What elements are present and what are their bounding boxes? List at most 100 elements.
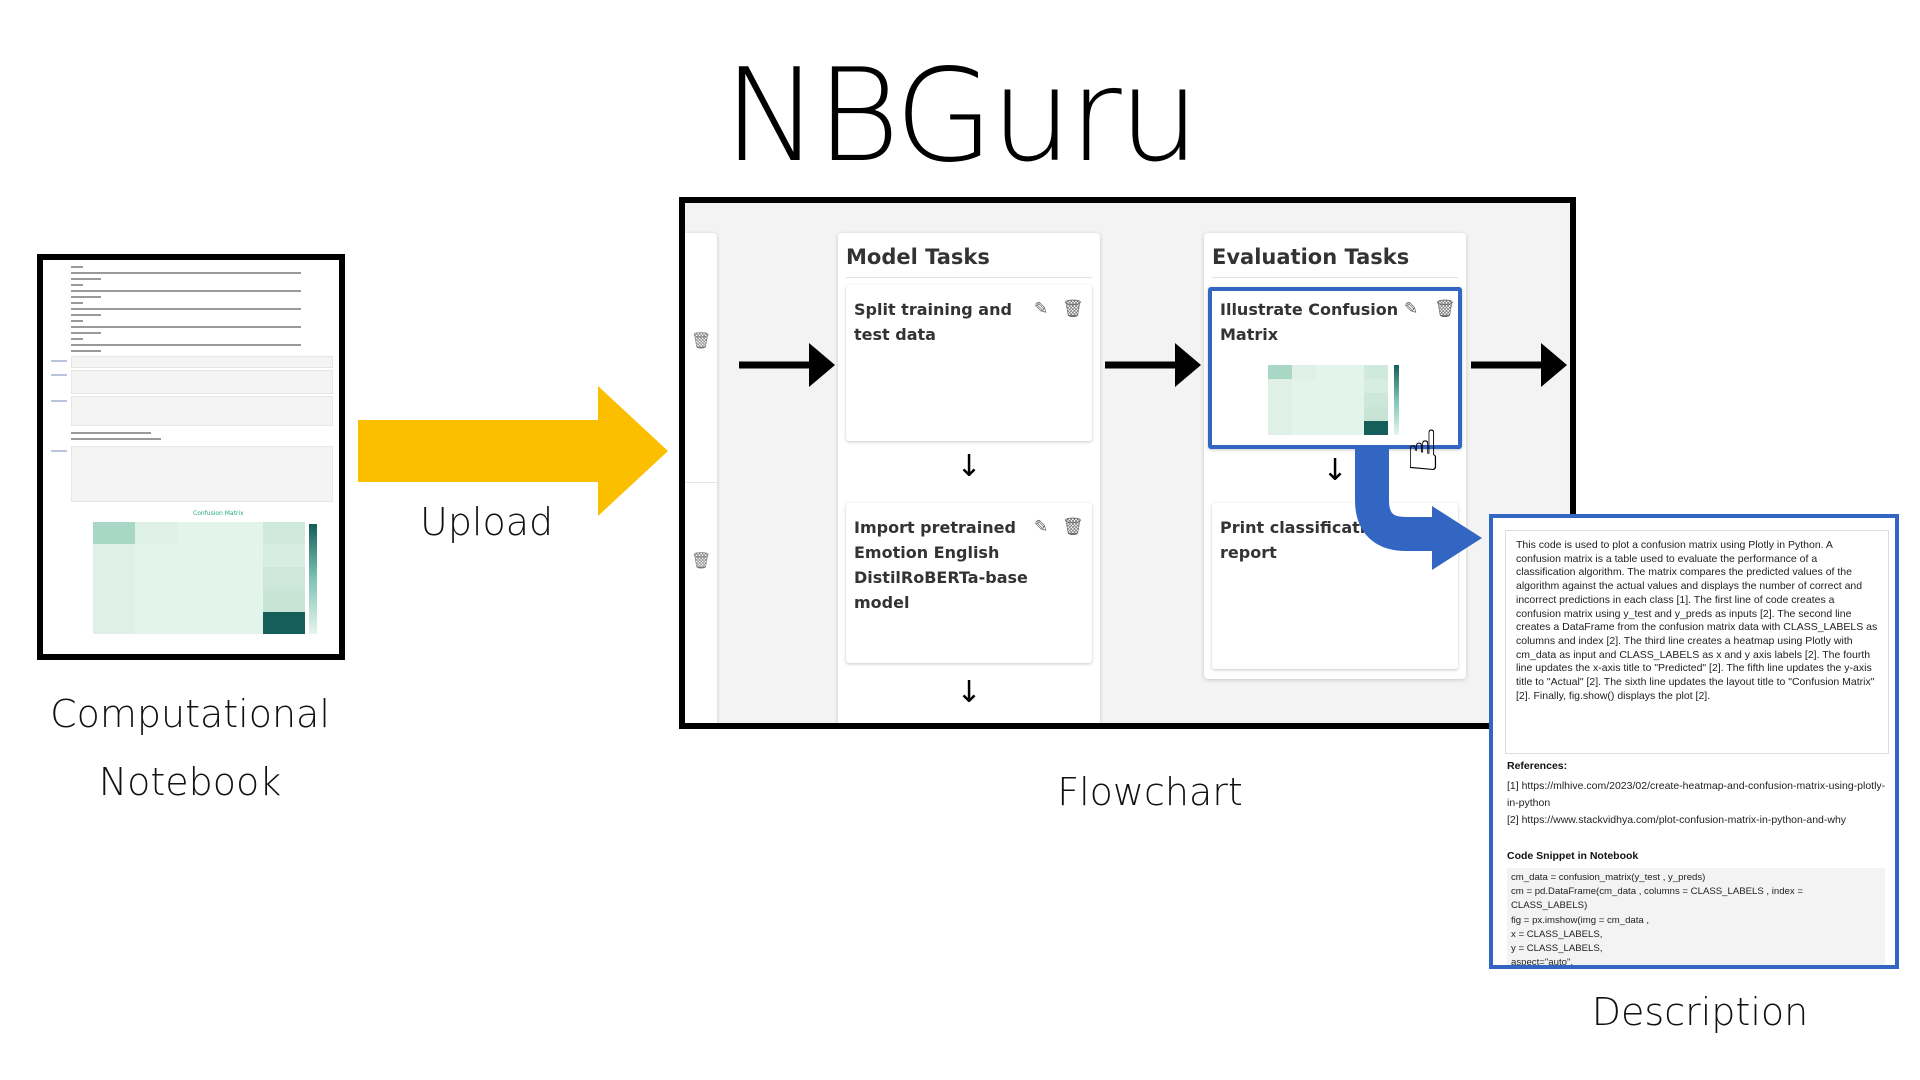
snippet-line: cm = pd.DataFrame(cm_data , columns = CL… — [1511, 886, 1803, 898]
heatmap-cell — [1292, 393, 1316, 407]
heatmap-cell — [1268, 393, 1292, 407]
reference-link[interactable]: [1] https://mlhive.com/2023/02/create-he… — [1507, 780, 1886, 809]
heatmap-cell — [1364, 393, 1388, 407]
right-arrow-icon — [1105, 343, 1201, 387]
hand-cursor-icon: ☝ — [1406, 419, 1441, 484]
down-arrow-icon: ↓ — [1322, 453, 1348, 488]
references-heading: References: — [1507, 760, 1568, 772]
heatmap-cell — [1340, 365, 1364, 379]
snippet-line: x = CLASS_LABELS, — [1511, 928, 1603, 940]
heatmap-cell — [1316, 407, 1340, 421]
right-arrow-icon — [739, 343, 835, 387]
heatmap-cell — [220, 522, 263, 545]
down-arrow-icon: ↓ — [956, 675, 982, 710]
heatmap-cell — [1316, 365, 1340, 379]
description-caption: Description — [1591, 990, 1809, 1034]
notebook-chart-title: Confusion Matrix — [193, 510, 244, 517]
task-card[interactable]: Split training and test data ✎ 🗑 — [846, 285, 1092, 441]
task-text: Split training and test data — [854, 300, 1012, 344]
app-title: NBGuru — [723, 42, 1199, 191]
heatmap-cell — [262, 522, 305, 545]
snippet-line: cm_data = confusion_matrix(y_test , y_pr… — [1511, 872, 1706, 883]
flowchart-panel: 🗑 🗑 Model Tasks Split training and test … — [679, 197, 1576, 729]
heatmap-cell — [93, 611, 136, 634]
heatmap-cell — [1268, 421, 1292, 435]
heatmap-cell — [93, 544, 136, 567]
confusion-matrix-thumbnail — [1268, 365, 1388, 435]
task-text: Import pretrained Emotion English Distil… — [854, 518, 1028, 612]
heatmap-cell — [177, 522, 221, 545]
heatmap-cell — [1340, 421, 1364, 435]
column-header: Model Tasks — [846, 245, 990, 269]
code-snippet: cm_data = confusion_matrix(y_test , y_pr… — [1507, 868, 1885, 969]
delete-icon[interactable]: 🗑 — [1428, 517, 1450, 537]
heatmap-cell — [220, 611, 263, 634]
snippet-line: aspect="auto", — [1511, 957, 1574, 969]
notebook-caption-line1: Computational — [50, 692, 330, 736]
heatmap-cell — [1292, 365, 1316, 379]
task-card-selected[interactable]: Illustrate Confusion Matrix ✎ 🗑 — [1208, 287, 1462, 449]
snippet-line: fig = px.imshow(img = cm_data , — [1511, 914, 1650, 926]
heatmap-cell — [1268, 365, 1292, 379]
heatmap-cell — [220, 589, 263, 612]
delete-icon[interactable]: 🗑 — [1062, 299, 1084, 319]
snippet-heading: Code Snippet in Notebook — [1507, 850, 1639, 862]
snippet-line: CLASS_LABELS) — [1511, 900, 1588, 912]
task-text: Print classification report — [1220, 518, 1388, 562]
heatmap-cell — [135, 544, 178, 567]
heatmap-cell — [220, 566, 263, 590]
notebook-heatmap — [93, 522, 305, 634]
heatmap-cell — [93, 566, 136, 590]
heatmap-cell — [93, 589, 136, 612]
snippet-line: y = CLASS_LABELS, — [1511, 943, 1603, 955]
heatmap-cell — [93, 522, 136, 545]
delete-icon[interactable]: 🗑 — [1062, 517, 1084, 537]
heatmap-cell — [135, 589, 178, 612]
heatmap-cell — [262, 544, 305, 567]
down-arrow-icon: ↓ — [956, 449, 982, 484]
heatmap-cell — [1340, 393, 1364, 407]
flowchart-caption: Flowchart — [1057, 770, 1243, 814]
heatmap-cell — [177, 611, 221, 634]
heatmap-cell — [1364, 365, 1388, 379]
previous-column-partial: 🗑 🗑 — [685, 233, 717, 723]
heatmap-cell — [135, 566, 178, 590]
heatmap-cell — [1364, 421, 1388, 435]
heatmap-cell — [1316, 421, 1340, 435]
heatmap-cell — [1268, 407, 1292, 421]
delete-icon[interactable]: 🗑 — [1434, 299, 1456, 319]
heatmap-cell — [1364, 407, 1388, 421]
heatmap-cell — [1340, 407, 1364, 421]
task-card[interactable]: Print classification report 🗑 — [1212, 503, 1458, 669]
edit-icon[interactable]: ✎ — [1404, 299, 1419, 319]
heatmap-cell — [262, 589, 305, 612]
delete-icon[interactable]: 🗑 — [691, 331, 712, 350]
heatmap-cell — [262, 566, 305, 590]
heatmap-cell — [1268, 379, 1292, 393]
description-panel: This code is used to plot a confusion ma… — [1489, 514, 1899, 969]
delete-icon[interactable]: 🗑 — [691, 551, 712, 570]
heatmap-cell — [1292, 379, 1316, 393]
edit-icon[interactable]: ✎ — [1034, 299, 1049, 319]
upload-label: Upload — [420, 500, 554, 544]
heatmap-cell — [135, 522, 178, 545]
edit-icon[interactable]: ✎ — [1034, 517, 1049, 537]
heatmap-cell — [262, 611, 305, 634]
notebook-caption-line2: Notebook — [98, 760, 282, 804]
task-card[interactable]: Import pretrained Emotion English Distil… — [846, 503, 1092, 663]
heatmap-cell — [1340, 379, 1364, 393]
heatmap-cell — [220, 544, 263, 567]
heatmap-cell — [177, 566, 221, 590]
heatmap-cell — [1292, 421, 1316, 435]
task-text: Illustrate Confusion Matrix — [1220, 300, 1399, 344]
description-text: This code is used to plot a confusion ma… — [1505, 530, 1889, 754]
thumbnail-colorbar — [1394, 365, 1399, 435]
reference-link[interactable]: [2] https://www.stackvidhya.com/plot-con… — [1507, 814, 1847, 826]
right-arrow-icon — [1471, 343, 1567, 387]
heatmap-cell — [177, 544, 221, 567]
heatmap-cell — [1292, 407, 1316, 421]
notebook-colorbar — [309, 524, 317, 634]
upload-arrow-icon — [358, 386, 668, 516]
heatmap-cell — [177, 589, 221, 612]
heatmap-cell — [1364, 379, 1388, 393]
